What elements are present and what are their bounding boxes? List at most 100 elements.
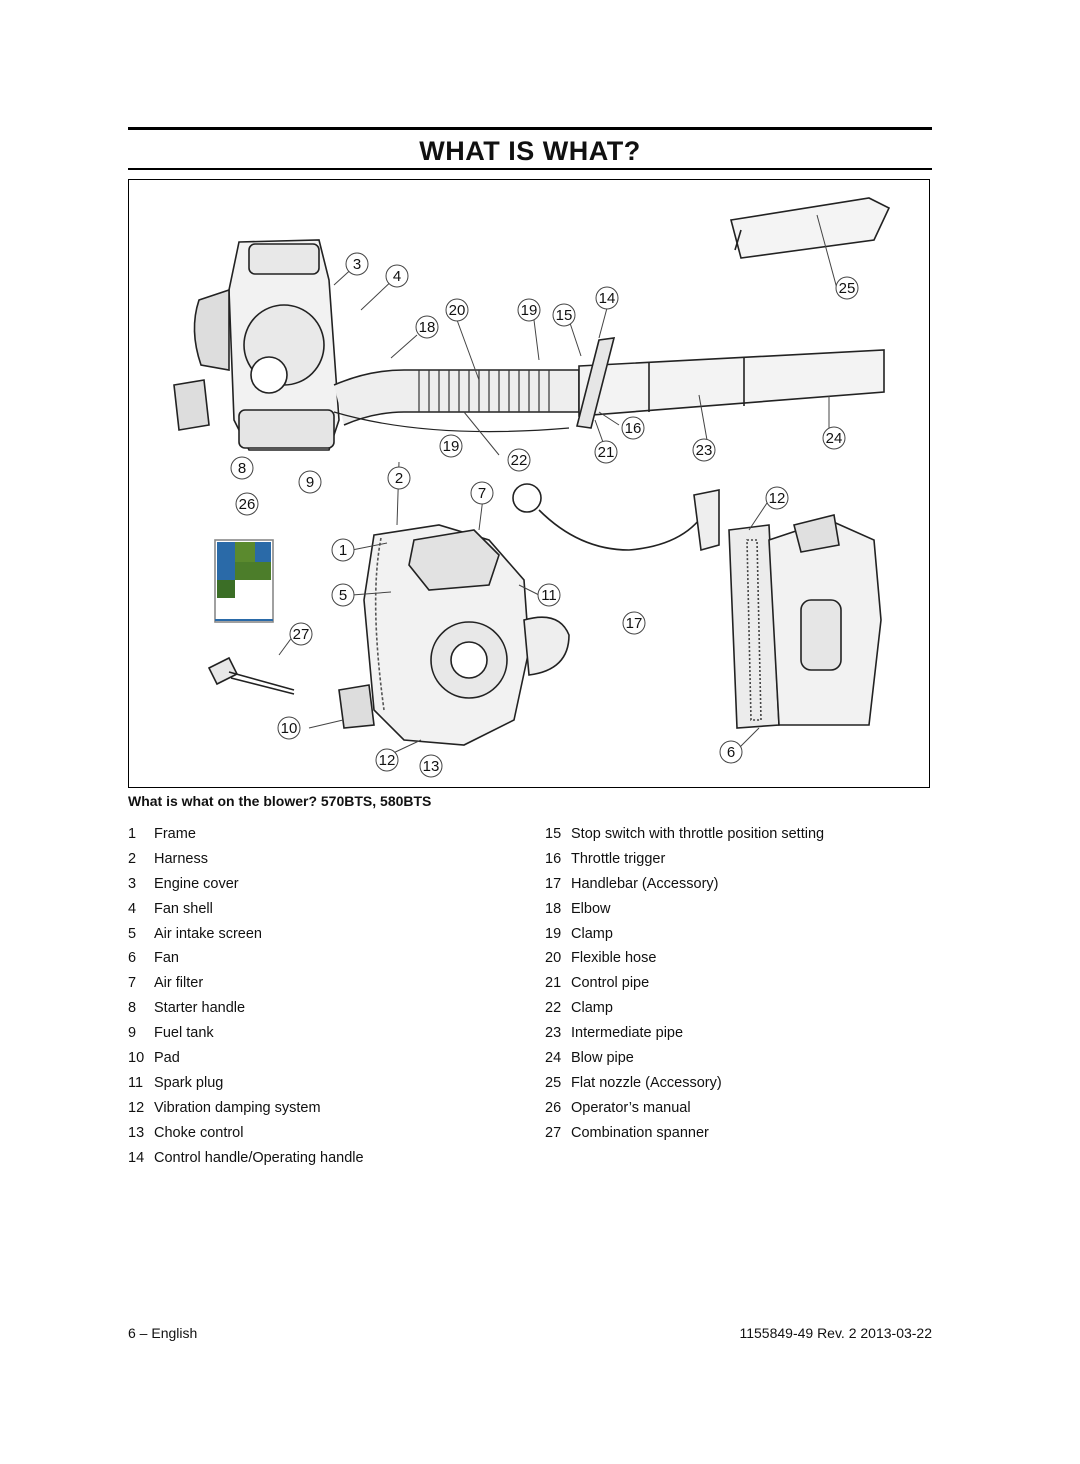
callout-19a: 19 bbox=[521, 302, 538, 319]
list-item: 12 Vibration damping system bbox=[128, 1100, 364, 1125]
callout-18: 18 bbox=[419, 319, 436, 336]
part-number: 15 bbox=[545, 826, 562, 842]
callout-21: 21 bbox=[598, 444, 615, 461]
part-number: 8 bbox=[128, 1000, 137, 1017]
callout-12b: 12 bbox=[379, 752, 396, 769]
list-item: 14 Control handle/Operating handle bbox=[128, 1150, 364, 1175]
part-number: 1 bbox=[128, 826, 137, 842]
part-number: 4 bbox=[128, 900, 137, 917]
callout-15: 15 bbox=[556, 307, 573, 324]
part-label: Flat nozzle (Accessory) bbox=[571, 1074, 722, 1091]
part-label: Starter handle bbox=[154, 1000, 246, 1017]
callout-1: 1 bbox=[339, 542, 347, 559]
list-item: 23 Intermediate pipe bbox=[545, 1025, 824, 1050]
callout-13: 13 bbox=[423, 758, 440, 775]
part-label: Elbow bbox=[571, 900, 611, 917]
callout-4: 4 bbox=[393, 268, 401, 285]
list-item: 6 Fan bbox=[128, 950, 364, 975]
parts-illustration: 3 4 20 19 15 14 25 18 16 19 22 21 23 24 … bbox=[128, 179, 930, 788]
part-number: 16 bbox=[545, 850, 562, 867]
part-number: 23 bbox=[545, 1025, 562, 1042]
part-label: Intermediate pipe bbox=[571, 1025, 684, 1042]
callout-7: 7 bbox=[478, 485, 486, 502]
blower-diagram: 3 4 20 19 15 14 25 18 16 19 22 21 23 24 … bbox=[173, 197, 891, 778]
callout-3: 3 bbox=[353, 256, 361, 273]
parts-list-left: 1 Frame 2 Harness 3 Engine cover 4 Fan shell… bbox=[128, 826, 364, 1174]
part-label: Engine cover bbox=[154, 875, 239, 892]
part-number: 20 bbox=[545, 950, 562, 967]
part-label: Clamp bbox=[571, 1000, 613, 1017]
part-number: 2 bbox=[128, 850, 137, 867]
part-number: 9 bbox=[128, 1025, 137, 1042]
callout-16: 16 bbox=[625, 420, 642, 437]
list-item: 7 Air filter bbox=[128, 975, 364, 1000]
part-number: 26 bbox=[545, 1099, 562, 1116]
callout-8: 8 bbox=[238, 460, 246, 477]
callout-23: 23 bbox=[696, 442, 713, 459]
callout-5: 5 bbox=[339, 587, 347, 604]
part-label: Control pipe bbox=[571, 975, 650, 992]
list-item: 26 Operator’s manual bbox=[545, 1100, 824, 1125]
part-number: 25 bbox=[545, 1074, 562, 1091]
figure-caption: What is what on the blower? 570BTS, 580B… bbox=[128, 793, 432, 809]
part-label: Frame bbox=[154, 826, 196, 842]
part-number: 11 bbox=[128, 1074, 144, 1091]
part-number: 3 bbox=[128, 875, 137, 892]
callout-2: 2 bbox=[395, 470, 403, 487]
list-item: 21 Control pipe bbox=[545, 975, 824, 1000]
callout-25: 25 bbox=[839, 280, 856, 297]
list-item: 19 Clamp bbox=[545, 926, 824, 951]
callout-10: 10 bbox=[281, 720, 298, 737]
list-item: 16 Throttle trigger bbox=[545, 851, 824, 876]
part-number: 21 bbox=[545, 975, 562, 992]
part-label: Fuel tank bbox=[154, 1025, 214, 1042]
part-label: Handlebar (Accessory) bbox=[571, 875, 719, 892]
page-number: 6 – English bbox=[128, 1325, 198, 1341]
callout-22: 22 bbox=[511, 452, 528, 469]
list-item: 8 Starter handle bbox=[128, 1000, 364, 1025]
part-label: Clamp bbox=[571, 925, 613, 942]
part-number: 14 bbox=[128, 1149, 145, 1166]
callout-11: 11 bbox=[541, 587, 557, 604]
callout-14: 14 bbox=[599, 290, 616, 307]
callout-19b: 19 bbox=[443, 438, 460, 455]
part-number: 19 bbox=[545, 925, 562, 942]
part-label: Control handle/Operating handle bbox=[154, 1149, 364, 1166]
list-item: 9 Fuel tank bbox=[128, 1025, 364, 1050]
title-rule-top bbox=[128, 127, 932, 130]
part-number: 27 bbox=[545, 1124, 562, 1141]
part-label: Throttle trigger bbox=[571, 850, 666, 867]
list-item: 20 Flexible hose bbox=[545, 950, 824, 975]
part-number: 7 bbox=[128, 975, 137, 992]
part-number: 17 bbox=[545, 875, 562, 892]
callout-27: 27 bbox=[293, 626, 310, 643]
part-label: Harness bbox=[154, 850, 208, 867]
part-number: 6 bbox=[128, 950, 137, 967]
part-number: 10 bbox=[128, 1050, 145, 1067]
list-item: 3 Engine cover bbox=[128, 876, 364, 901]
part-label: Fan bbox=[154, 950, 179, 967]
part-label: Fan shell bbox=[154, 900, 213, 917]
part-label: Flexible hose bbox=[571, 950, 657, 967]
page-title: WHAT IS WHAT? bbox=[419, 136, 641, 166]
list-item: 2 Harness bbox=[128, 851, 364, 876]
part-label: Blow pipe bbox=[571, 1050, 634, 1067]
list-item: 17 Handlebar (Accessory) bbox=[545, 876, 824, 901]
part-label: Operator’s manual bbox=[571, 1099, 691, 1116]
part-number: 12 bbox=[128, 1099, 145, 1116]
part-label: Spark plug bbox=[154, 1074, 224, 1091]
part-label: Vibration damping system bbox=[154, 1099, 321, 1116]
part-label: Air filter bbox=[154, 975, 204, 992]
callout-12a: 12 bbox=[769, 490, 786, 507]
list-item: 1 Frame bbox=[128, 826, 364, 851]
part-label: Choke control bbox=[154, 1124, 244, 1141]
part-number: 18 bbox=[545, 900, 562, 917]
part-label: Air intake screen bbox=[154, 925, 262, 942]
list-item: 25 Flat nozzle (Accessory) bbox=[545, 1075, 824, 1100]
